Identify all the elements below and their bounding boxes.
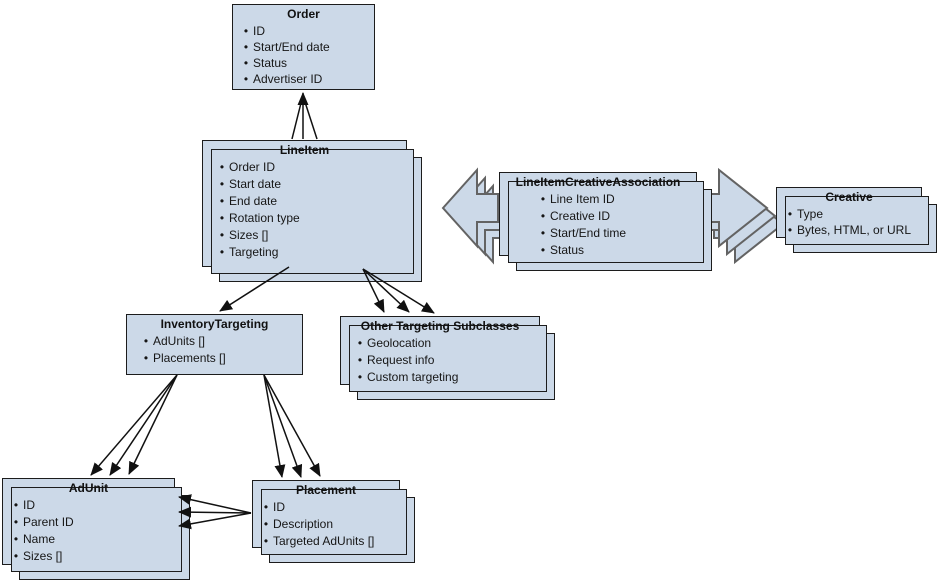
entity-other-targeting-subclasses: Other Targeting Subclasses Geolocation R… bbox=[340, 316, 555, 400]
attribute-item: Sizes [] bbox=[215, 227, 406, 244]
attribute-list: Line Item ID Creative ID Start/End time … bbox=[500, 191, 696, 259]
attribute-item: ID bbox=[9, 497, 174, 514]
attribute-item: Line Item ID bbox=[536, 191, 696, 208]
entity-title: InventoryTargeting bbox=[160, 317, 269, 331]
entity-title: Placement bbox=[295, 483, 357, 497]
entity-placement: Placement ID Description Targeted AdUnit… bbox=[252, 480, 415, 563]
attribute-item: Status bbox=[239, 55, 374, 71]
entity-title: LineItemCreativeAssociation bbox=[515, 175, 681, 189]
entity-title: AdUnit bbox=[68, 481, 109, 495]
attribute-list: ID Parent ID Name Sizes [] bbox=[3, 497, 174, 565]
attribute-item: Rotation type bbox=[215, 210, 406, 227]
entity-inventory-targeting: InventoryTargeting AdUnits [] Placements… bbox=[126, 314, 303, 375]
attribute-item: Placements [] bbox=[139, 350, 302, 367]
attribute-item: AdUnits [] bbox=[139, 333, 302, 350]
entity-creative: Creative Type Bytes, HTML, or URL bbox=[776, 187, 937, 253]
attribute-item: Start/End time bbox=[536, 225, 696, 242]
attribute-item: Order ID bbox=[215, 159, 406, 176]
attribute-item: Advertiser ID bbox=[239, 71, 374, 87]
attribute-item: Status bbox=[536, 242, 696, 259]
attribute-item: Name bbox=[9, 531, 174, 548]
attribute-item: Bytes, HTML, or URL bbox=[783, 222, 921, 238]
attribute-item: Geolocation bbox=[353, 335, 539, 352]
attribute-item: ID bbox=[259, 499, 399, 516]
attribute-list: ID Description Targeted AdUnits [] bbox=[253, 499, 399, 550]
attribute-item: Targeting bbox=[215, 244, 406, 261]
attribute-list: AdUnits [] Placements [] bbox=[127, 333, 302, 367]
attribute-item: ID bbox=[239, 23, 374, 39]
attribute-item: Start/End date bbox=[239, 39, 374, 55]
entity-line-item-creative-association: LineItemCreativeAssociation Line Item ID… bbox=[499, 172, 712, 271]
attribute-item: Request info bbox=[353, 352, 539, 369]
entity-title: Creative bbox=[825, 190, 873, 204]
entity-title: Order bbox=[287, 7, 320, 21]
entity-ad-unit: AdUnit ID Parent ID Name Sizes [] bbox=[2, 478, 190, 580]
attribute-item: Sizes [] bbox=[9, 548, 174, 565]
entity-title: Other Targeting Subclasses bbox=[360, 319, 520, 333]
attribute-item: Parent ID bbox=[9, 514, 174, 531]
attribute-list: ID Start/End date Status Advertiser ID bbox=[233, 23, 374, 87]
attribute-item: Targeted AdUnits [] bbox=[259, 533, 399, 550]
attribute-item: Start date bbox=[215, 176, 406, 193]
attribute-item: Custom targeting bbox=[353, 369, 539, 386]
entity-order: Order ID Start/End date Status Advertise… bbox=[232, 4, 375, 90]
attribute-list: Order ID Start date End date Rotation ty… bbox=[203, 159, 406, 261]
attribute-list: Type Bytes, HTML, or URL bbox=[777, 206, 921, 238]
attribute-item: Creative ID bbox=[536, 208, 696, 225]
attribute-item: Description bbox=[259, 516, 399, 533]
attribute-list: Geolocation Request info Custom targetin… bbox=[341, 335, 539, 386]
attribute-item: End date bbox=[215, 193, 406, 210]
entity-title: LineItem bbox=[279, 143, 330, 157]
attribute-item: Type bbox=[783, 206, 921, 222]
entity-line-item: LineItem Order ID Start date End date Ro… bbox=[202, 140, 422, 282]
